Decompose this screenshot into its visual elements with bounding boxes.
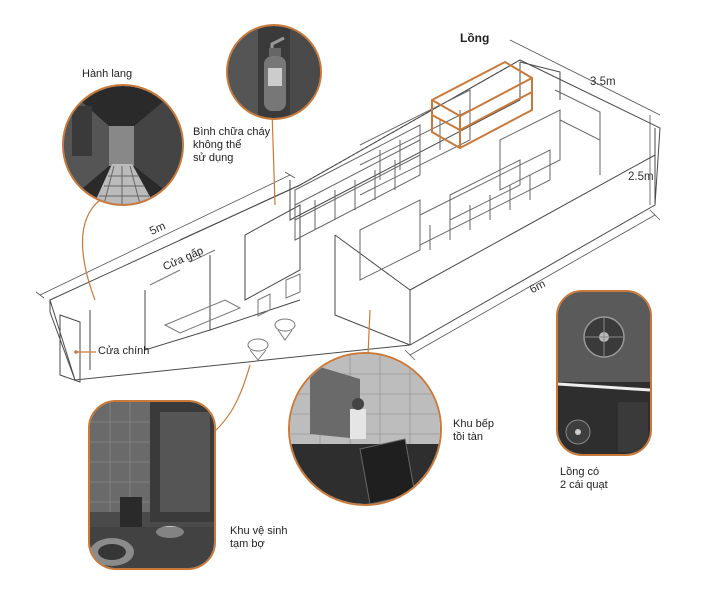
fire-extinguisher-icon <box>228 26 320 118</box>
label-dim-3-5m: 3.5m <box>590 76 616 88</box>
hallway-photo <box>62 84 184 206</box>
ceiling-fan-icon <box>558 292 650 454</box>
label-cage: Lồng <box>460 31 490 45</box>
label-extinguisher: Bình chữa cháy không thể sử dụng <box>193 126 271 164</box>
label-kitchen: Khu bếp tồi tàn <box>453 418 494 443</box>
leader-extinguisher <box>271 109 276 206</box>
label-hallway: Hành lang <box>82 68 133 80</box>
toilet-photo <box>88 400 216 570</box>
leader-hallway <box>82 199 101 301</box>
label-toilet: Khu vệ sinh tạm bợ <box>230 525 288 550</box>
toilet-icon <box>90 402 214 568</box>
kitchen-photo <box>288 352 442 506</box>
main-door-arrow <box>74 350 96 354</box>
label-fan-cage: Lồng có 2 cái quạt <box>560 466 608 491</box>
fan-cage-photo <box>556 290 652 456</box>
fire-extinguisher-photo <box>226 24 322 120</box>
leader-kitchen <box>367 309 371 356</box>
label-dim-2-5m: 2.5m <box>628 171 654 183</box>
label-main-door: Cửa chính <box>98 345 150 357</box>
cage-highlight <box>431 60 533 150</box>
